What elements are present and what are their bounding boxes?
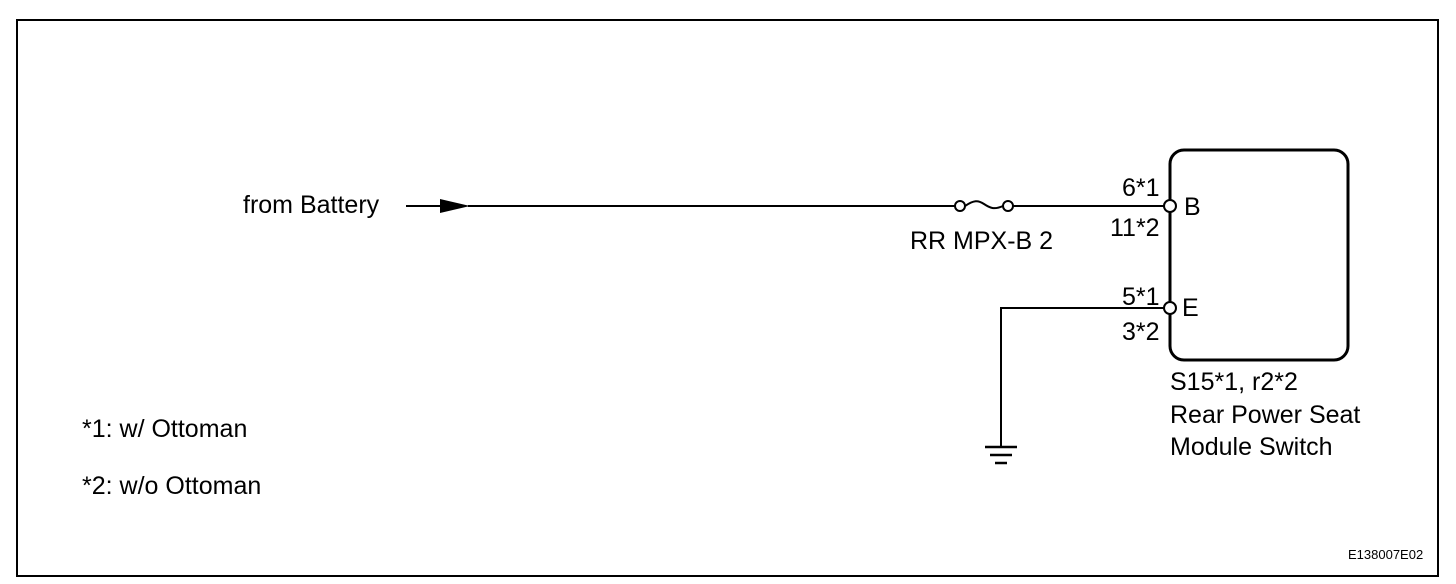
fuse-terminal-left [954, 200, 966, 212]
component-name-line-1: Rear Power Seat [1170, 401, 1361, 429]
figure-code: E138007E02 [1348, 547, 1424, 562]
note-wo-ottoman: *2: w/o Ottoman [82, 472, 262, 500]
module-switch-box [1168, 148, 1350, 362]
note-w-ottoman: *1: w/ Ottoman [82, 415, 248, 443]
terminal-e-name: E [1182, 294, 1199, 322]
terminal-b-pin-w-ottoman: 6*1 [1122, 174, 1160, 202]
terminal-e-pin-w-ottoman: 5*1 [1122, 283, 1160, 311]
terminal-b-name: B [1184, 193, 1201, 221]
fuse-terminal-right [1002, 200, 1014, 212]
terminal-e-icon [1163, 301, 1177, 315]
component-connector-label: S15*1, r2*2 [1170, 368, 1298, 396]
fuse-label: RR MPX-B 2 [910, 227, 1054, 255]
fuse-icon [964, 200, 1004, 210]
component-name-line-2: Module Switch [1170, 433, 1333, 461]
arrow-icon [440, 199, 470, 213]
terminal-b-icon [1163, 199, 1177, 213]
source-label: from Battery [243, 191, 380, 219]
terminal-b-pin-wo-ottoman: 11*2 [1110, 214, 1160, 242]
ground-wire [1000, 307, 1164, 446]
diagram-frame [16, 19, 1439, 577]
terminal-e-pin-wo-ottoman: 3*2 [1122, 318, 1160, 346]
